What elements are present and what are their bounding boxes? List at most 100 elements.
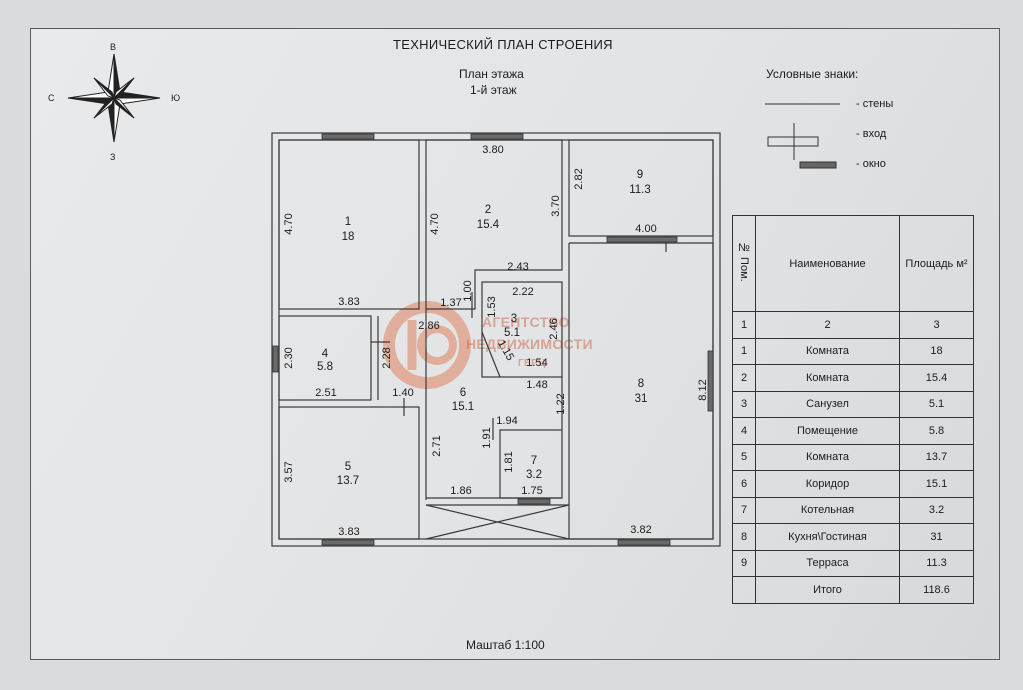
room-3-outline (481, 281, 563, 378)
dim-r8-width: 3.82 (630, 524, 651, 536)
total-empty-cell (732, 576, 756, 604)
room-1-number: 1 (345, 216, 351, 228)
floor-label: 1-й этаж (470, 83, 517, 97)
windows (272, 133, 714, 546)
dim-r3-right: 2.46 (548, 318, 560, 339)
watermark-line-3: ГЕРЦ (518, 358, 546, 369)
dim-228: 2.28 (381, 347, 393, 368)
room-8-number: 8 (638, 378, 644, 390)
dim-r1-height: 4.70 (283, 213, 295, 234)
header-area: Площадь м² (899, 215, 974, 312)
room-7-area: 3.2 (526, 469, 542, 481)
room-area-cell: 31 (899, 523, 974, 551)
dim-r4-width: 2.51 (315, 387, 336, 399)
compass-south-label: З (110, 152, 116, 162)
header-room-number: № Пом. (732, 215, 756, 312)
room-number-cell: 6 (732, 470, 756, 498)
compass-rose-icon: В З С Ю (40, 38, 190, 168)
dim-148: 1.48 (526, 379, 547, 391)
floor-plan-label: План этажа (459, 67, 524, 81)
outer-wall-outline (271, 132, 721, 547)
room-5-outline (278, 406, 420, 540)
dim-r1-width: 3.83 (338, 296, 359, 308)
dim-r7-width: 1.75 (521, 485, 542, 497)
dim-r3-left: 1.53 (486, 296, 498, 317)
room-9-area: 11.3 (629, 184, 651, 196)
compass-east-label: Ю (171, 93, 181, 103)
window-room-8-bottom (617, 539, 671, 546)
page-title: ТЕХНИЧЕСКИЙ ПЛАН СТРОЕНИЯ (393, 37, 613, 52)
window-room-9 (606, 236, 678, 243)
room-7-number: 7 (531, 455, 537, 467)
legend-entrance-label: - вход (856, 128, 887, 140)
table-total-row: Итого 118.6 (732, 576, 974, 604)
dim-r7-height: 1.81 (503, 451, 515, 472)
room-8-area: 31 (635, 393, 648, 405)
compass-west-label: С (48, 93, 55, 103)
window-room-2 (470, 133, 524, 140)
index-cell: 1 (732, 311, 756, 339)
window-room-1 (321, 133, 375, 140)
compass-north-label: В (110, 42, 117, 52)
room-area-cell: 3.2 (899, 496, 974, 524)
dim-122: 1.22 (555, 393, 567, 414)
legend-title: Условные знаки: (766, 67, 859, 81)
dim-r9-height: 2.82 (573, 168, 585, 189)
dim-r2-top: 3.80 (482, 144, 503, 156)
room-name-cell: Терраса (755, 549, 900, 577)
legend-window-label: - окно (856, 158, 886, 170)
room-number-cell: 8 (732, 523, 756, 551)
room-area-cell: 15.1 (899, 470, 974, 498)
dim-r5-width: 3.83 (338, 526, 359, 538)
room-number-cell: 1 (732, 337, 756, 365)
room-1-outline (278, 139, 420, 310)
room-4-outline (278, 315, 372, 401)
dim-r2-right: 3.70 (550, 195, 562, 216)
watermark-line-1: АГЕНТСТВО (482, 314, 570, 330)
room-2-area: 15.4 (477, 219, 500, 231)
room-5-area: 13.7 (337, 475, 359, 487)
room-3-area: 5.1 (504, 327, 520, 339)
dim-286: 2.86 (418, 320, 439, 332)
legend-walls-label: - стены (856, 98, 894, 110)
room-area-cell: 13.7 (899, 443, 974, 471)
room-4-area: 5.8 (317, 361, 333, 373)
dim-140: 1.40 (392, 387, 413, 399)
dim-r5-height: 3.57 (283, 461, 295, 482)
dim-194: 1.94 (496, 415, 517, 427)
room-name-cell: Кухня\Гостиная (755, 523, 900, 551)
watermark-line-2: НЕДВИЖИМОСТИ (466, 336, 593, 352)
room-name-cell: Котельная (755, 496, 900, 524)
room-1-area: 18 (342, 231, 355, 243)
room-name-cell: Коридор (755, 470, 900, 498)
room-number-cell: 9 (732, 549, 756, 577)
room-number-cell: 7 (732, 496, 756, 524)
legend-symbols (765, 103, 840, 169)
room-6-area: 15.1 (452, 401, 474, 413)
room-4-number: 4 (322, 348, 329, 360)
dim-186: 1.86 (450, 485, 471, 497)
dim-r2-height: 4.70 (429, 213, 441, 234)
agency-logo-icon (383, 301, 471, 389)
room-number-cell: 5 (732, 443, 756, 471)
room-area-cell: 15.4 (899, 364, 974, 392)
total-label: Итого (755, 576, 900, 604)
index-cell: 2 (755, 311, 900, 339)
dim-191: 1.91 (481, 427, 493, 448)
table-header-row: № Пом. Наименование Площадь м² (732, 215, 974, 312)
window-room-4 (272, 345, 279, 373)
room-name-cell: Комната (755, 364, 900, 392)
scale-label: Маштаб 1:100 (466, 638, 545, 652)
dim-137: 1.37 (440, 297, 461, 309)
index-cell: 3 (899, 311, 974, 339)
room-2-number: 2 (485, 204, 491, 216)
